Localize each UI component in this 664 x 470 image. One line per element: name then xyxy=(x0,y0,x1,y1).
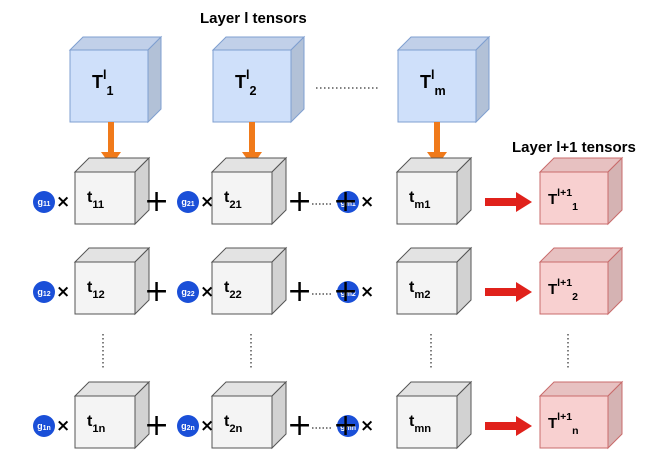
row-tensor-cube xyxy=(210,156,288,226)
times-symbol: × xyxy=(360,282,375,302)
input-tensor-cube xyxy=(396,35,491,124)
input-tensor-cube xyxy=(211,35,306,124)
row-tensor-label: tmn xyxy=(409,413,432,436)
gate-coefficient-circle: gm2 xyxy=(337,281,359,303)
plus-symbol: + xyxy=(287,184,313,219)
row-tensor-cube xyxy=(395,380,473,450)
plus-symbol: + xyxy=(144,408,170,443)
gate-coefficient-circle: g22 xyxy=(177,281,199,303)
times-symbol: × xyxy=(56,282,71,302)
gate-coefficient-circle: g1n xyxy=(33,415,55,437)
row-tensor-label: t2n xyxy=(224,413,243,436)
row-tensor-label: tm2 xyxy=(409,279,431,302)
times-symbol: × xyxy=(360,192,375,212)
row-tensor-cube xyxy=(395,246,473,316)
plus-symbol: + xyxy=(287,408,313,443)
output-tensor-cube xyxy=(538,246,624,316)
times-symbol: × xyxy=(56,192,71,212)
row-tensor-cube xyxy=(73,246,151,316)
row-tensor-cube xyxy=(210,380,288,450)
gate-coefficient-circle: gm1 xyxy=(337,191,359,213)
row-tensor-cube xyxy=(73,156,151,226)
input-tensor-cube xyxy=(68,35,163,124)
gate-coefficient-circle: g21 xyxy=(177,191,199,213)
input-tensor-label: Tl1 xyxy=(92,68,114,98)
plus-symbol: + xyxy=(333,184,359,219)
right-arrow xyxy=(485,282,532,302)
gate-coefficient-circle: g12 xyxy=(33,281,55,303)
times-symbol: × xyxy=(200,282,215,302)
right-arrow xyxy=(485,192,532,212)
plus-symbol: + xyxy=(144,184,170,219)
plus-symbol: + xyxy=(144,274,170,309)
layer-l-plus-1-title: Layer l+1 tensors xyxy=(512,139,636,156)
times-symbol: × xyxy=(360,416,375,436)
times-symbol: × xyxy=(56,416,71,436)
right-arrow xyxy=(485,416,532,436)
input-tensor-label: Tl2 xyxy=(235,68,257,98)
plus-symbol: + xyxy=(287,274,313,309)
gate-coefficient-circle: g11 xyxy=(33,191,55,213)
output-tensor-cube xyxy=(538,380,624,450)
plus-symbol: + xyxy=(333,408,359,443)
layer-l-title: Layer l tensors xyxy=(200,10,307,27)
input-tensor-label: Tlm xyxy=(420,68,446,98)
gate-coefficient-circle: g2n xyxy=(177,415,199,437)
output-tensor-label: Tl+12 xyxy=(548,277,578,303)
output-tensor-label: Tl+1n xyxy=(548,411,579,437)
row-tensor-cube xyxy=(395,156,473,226)
row-tensor-label: t12 xyxy=(87,279,105,302)
gate-coefficient-circle: gmn xyxy=(337,415,359,437)
row-tensor-label: t11 xyxy=(87,189,105,212)
row-tensor-label: tm1 xyxy=(409,189,431,212)
output-tensor-cube xyxy=(538,156,624,226)
output-tensor-label: Tl+11 xyxy=(548,187,578,213)
row-tensor-cube xyxy=(73,380,151,450)
plus-symbol: + xyxy=(333,274,359,309)
times-symbol: × xyxy=(200,416,215,436)
row-tensor-cube xyxy=(210,246,288,316)
times-symbol: × xyxy=(200,192,215,212)
row-tensor-label: t22 xyxy=(224,279,242,302)
row-tensor-label: t21 xyxy=(224,189,242,212)
row-tensor-label: t1n xyxy=(87,413,106,436)
